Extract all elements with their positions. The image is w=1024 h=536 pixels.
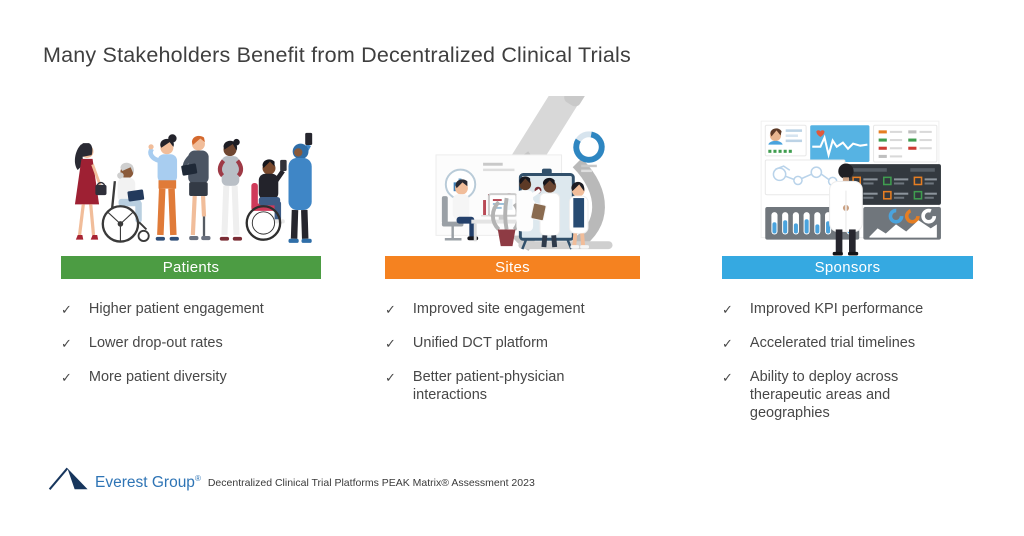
person-back-view-figure [828,163,863,256]
benefit-item: ✓ Higher patient engagement [61,300,321,319]
sponsors-benefits-list: ✓ Improved KPI performance ✓ Accelerated… [722,300,973,422]
diverse-patients-group-icon [74,132,313,243]
benefit-text: Improved site engagement [412,301,585,317]
benefit-text: Unified DCT platform [412,335,549,351]
benefit-text: Accelerated trial timelines [749,335,916,351]
sites-benefits-list: ✓ Improved site engagement ✓ Unified DCT… [385,300,640,404]
benefit-item: ✓ More patient diversity [61,368,321,387]
sponsors-illustration [722,88,973,256]
researcher-at-desk-figure [441,179,533,242]
page-title: Many Stakeholders Benefit from Decentral… [43,43,631,67]
woman-gray-vest-figure [217,138,244,241]
woman-navy-dress-figure [568,181,589,249]
patients-benefits-list: ✓ Higher patient engagement ✓ Lower drop… [61,300,321,387]
benefit-text: Improved KPI performance [749,301,924,317]
check-icon: ✓ [61,336,72,351]
everest-group-logo-text: Everest Group® [95,474,201,492]
person-blue-coat-figure [288,132,313,243]
donut-chart-icon [573,131,605,173]
wheelchair-elderly-figure [101,162,150,243]
sites-column: Sites ✓ Improved site engagement ✓ Unifi… [385,88,640,419]
woman-red-dress-figure [74,143,107,240]
check-icon: ✓ [385,302,396,317]
check-icon: ✓ [722,370,733,385]
patients-banner-label: Patients [162,259,220,276]
plant-icon [490,197,521,247]
patients-banner: Patients [61,256,321,279]
sponsors-banner-label: Sponsors [814,259,881,276]
check-icon: ✓ [61,302,72,317]
benefit-item: ✓ Improved site engagement [385,300,640,319]
footer-caption: Decentralized Clinical Trial Platforms P… [207,477,535,489]
benefit-item: ✓ Unified DCT platform [385,334,640,353]
patient-card-icon [764,124,807,157]
footer: Everest Group® Decentralized Clinical Tr… [48,463,535,493]
benefit-item: ✓ Accelerated trial timelines [722,334,973,353]
benefit-item: ✓ Better patient-physician interactions [385,368,640,404]
sites-banner: Sites [385,256,640,279]
benefit-text: Lower drop-out rates [88,335,223,351]
everest-group-logo-icon [48,463,90,493]
registered-mark: ® [194,474,201,484]
check-icon: ✓ [61,370,72,385]
patients-illustration [61,88,321,256]
sponsor-dashboard-icon [760,120,941,256]
clinical-site-lab-icon [435,96,613,251]
check-icon: ✓ [722,302,733,317]
benefit-item: ✓ Lower drop-out rates [61,334,321,353]
benefit-text: Ability to deploy across therapeutic are… [749,369,899,421]
benefit-text: Higher patient engagement [88,301,264,317]
woman-blue-top-figure [148,134,179,241]
benefit-text: Better patient-physician interactions [412,369,565,403]
ecg-panel-icon [809,125,869,163]
doctors-at-flipboard-figure [516,168,575,250]
check-icon: ✓ [722,336,733,351]
check-icon: ✓ [385,336,396,351]
benefit-item: ✓ Ability to deploy across therapeutic a… [722,368,973,422]
man-wheelchair-phone-figure [245,159,287,241]
patients-column: Patients ✓ Higher patient engagement ✓ L… [61,88,321,402]
sponsors-column: Sponsors ✓ Improved KPI performance ✓ Ac… [722,88,973,437]
status-list-panel-icon [872,124,937,163]
sites-banner-label: Sites [495,259,530,276]
sites-illustration [385,88,640,256]
check-icon: ✓ [385,370,396,385]
benefit-text: More patient diversity [88,369,227,385]
benefit-item: ✓ Improved KPI performance [722,300,973,319]
sponsors-banner: Sponsors [722,256,973,279]
man-prosthetic-leg-figure [181,135,211,241]
donut-area-panel-icon [862,206,941,240]
